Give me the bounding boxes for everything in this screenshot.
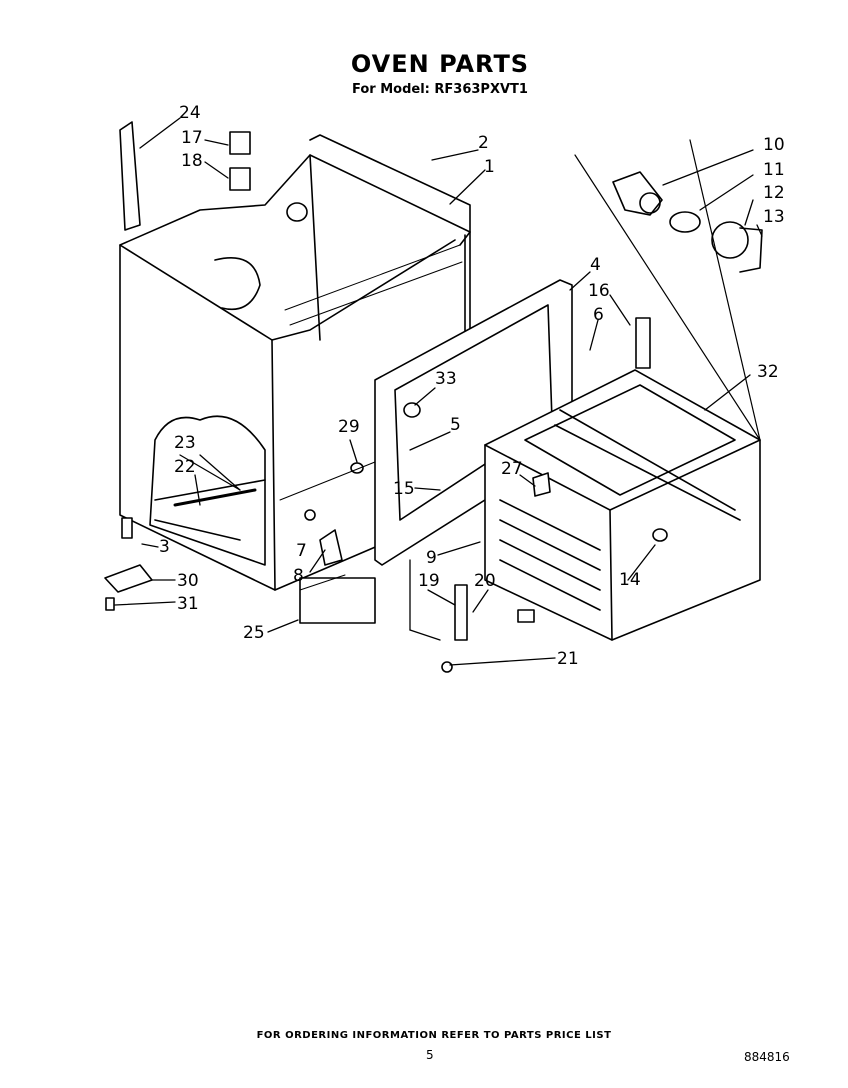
callout-4: 4 xyxy=(590,255,601,275)
page-number: 5 xyxy=(426,1048,434,1062)
callout-24: 24 xyxy=(179,103,201,123)
callout-9: 9 xyxy=(426,548,437,568)
page-title: OVEN PARTS xyxy=(350,50,530,78)
callout-31: 31 xyxy=(177,594,199,614)
clip-part-18 xyxy=(229,167,251,191)
callout-15: 15 xyxy=(393,479,415,499)
ordering-info-note: FOR ORDERING INFORMATION REFER TO PARTS … xyxy=(256,1030,612,1041)
panel-part-24 xyxy=(119,121,141,231)
oven-liner-part-32 xyxy=(484,139,761,641)
callout-13: 13 xyxy=(763,207,785,227)
callout-17: 17 xyxy=(181,128,203,148)
screw-part-31 xyxy=(105,597,115,611)
callout-18: 18 xyxy=(181,151,203,171)
callout-labels: 2 1 3 4 5 6 7 8 9 10 11 12 13 14 15 16 1… xyxy=(159,103,785,669)
callout-33: 33 xyxy=(435,369,457,389)
callout-5: 5 xyxy=(450,415,461,435)
button-part-29 xyxy=(350,462,364,474)
callout-16: 16 xyxy=(588,281,610,301)
bracket-part-8 xyxy=(319,529,343,566)
bracket-part-27 xyxy=(532,472,551,497)
callout-25: 25 xyxy=(243,623,265,643)
callout-6: 6 xyxy=(593,305,604,325)
callout-12: 12 xyxy=(763,183,785,203)
callout-21: 21 xyxy=(557,649,579,669)
callout-23: 23 xyxy=(174,433,196,453)
callout-2: 2 xyxy=(478,133,489,153)
nut-part-21 xyxy=(441,661,453,673)
callout-30: 30 xyxy=(177,571,199,591)
callout-3: 3 xyxy=(159,537,170,557)
callout-14: 14 xyxy=(619,570,641,590)
grommet-part-7 xyxy=(304,509,316,521)
lamp-assembly xyxy=(612,171,763,273)
bracket-part-30 xyxy=(104,564,153,593)
callout-7: 7 xyxy=(296,541,307,561)
model-subtitle: For Model: RF363PXVT1 xyxy=(352,82,528,97)
callout-10: 10 xyxy=(763,135,785,155)
callout-1: 1 xyxy=(484,157,495,177)
document-number: 884816 xyxy=(744,1050,790,1064)
callout-22: 22 xyxy=(174,457,196,477)
hinge-part-19 xyxy=(454,584,468,641)
bolt-part-20 xyxy=(517,609,535,623)
callout-27: 27 xyxy=(501,459,523,479)
box-part-25 xyxy=(299,577,376,624)
tube-part-16 xyxy=(635,317,651,369)
callout-19: 19 xyxy=(418,571,440,591)
callout-11: 11 xyxy=(763,160,785,180)
callout-20: 20 xyxy=(474,571,496,591)
clip-part-17 xyxy=(229,131,251,155)
leader-lines xyxy=(114,117,763,666)
callout-8: 8 xyxy=(293,566,304,586)
callout-29: 29 xyxy=(338,417,360,437)
callout-32: 32 xyxy=(757,362,779,382)
leg-part-3 xyxy=(121,517,133,539)
